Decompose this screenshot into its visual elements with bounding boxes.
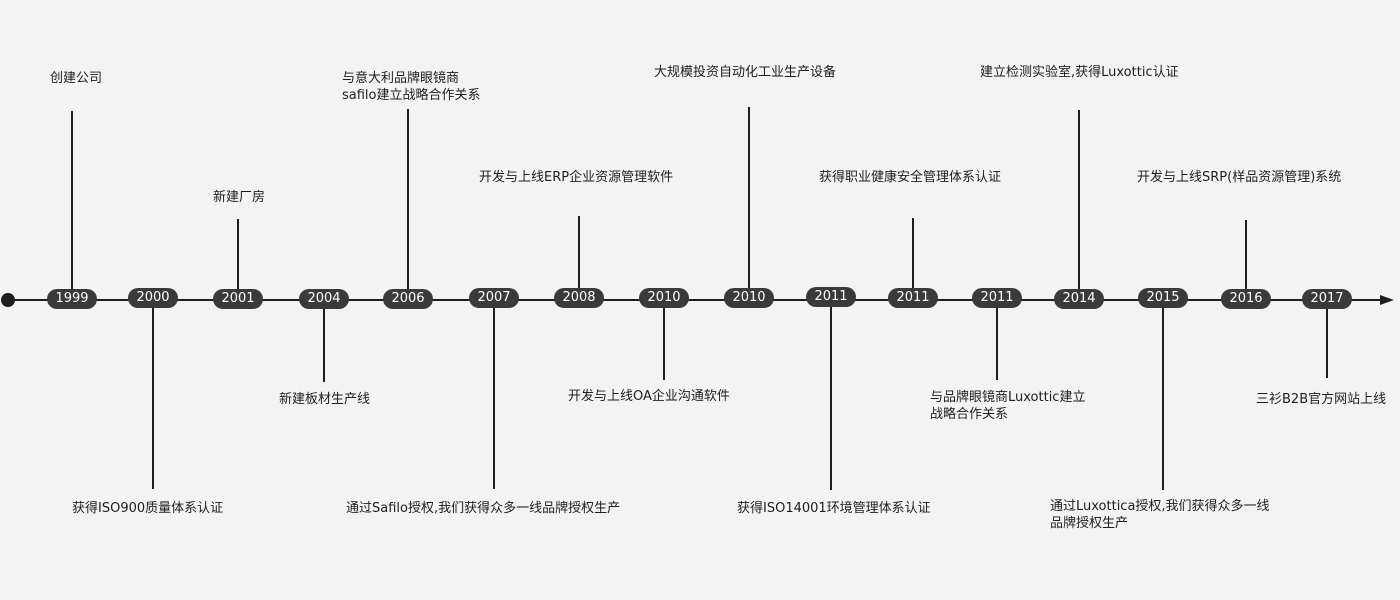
milestone-connector [912, 218, 914, 289]
milestone-label-line: 创建公司 [50, 71, 103, 86]
year-badge: 2010 [724, 288, 774, 308]
year-badge: 2008 [554, 288, 604, 308]
milestone-label-line: 开发与上线ERP企业资源管理软件 [479, 170, 674, 185]
milestone-label: 新建厂房 [213, 189, 265, 206]
milestone-label: 创建公司 [50, 70, 102, 87]
milestone-label: 通过Safilo授权,我们获得众多一线品牌授权生产 [346, 500, 620, 517]
year-badge: 2014 [1054, 289, 1104, 309]
milestone-label-line: 获得ISO14001环境管理体系认证 [737, 501, 931, 516]
milestone-label-line: 开发与上线SRP(样品资源管理)系统 [1137, 170, 1342, 185]
year-badge: 2011 [972, 288, 1022, 308]
milestone-label-line: 战略合作关系 [930, 407, 1009, 422]
milestone-connector [578, 216, 580, 289]
year-badge: 2000 [128, 288, 178, 308]
milestone-label-line: 品牌授权生产 [1050, 516, 1129, 531]
milestone-connector [71, 111, 73, 290]
milestone-connector [493, 308, 495, 489]
milestone-connector [1078, 110, 1080, 290]
milestone-label: 大规模投资自动化工业生产设备 [654, 64, 836, 81]
milestone-connector [323, 309, 325, 382]
milestone-label-line: 获得ISO900质量体系认证 [72, 501, 224, 516]
milestone-label-line: 获得职业健康安全管理体系认证 [819, 170, 1002, 185]
milestone-connector [830, 307, 832, 490]
year-badge: 2007 [469, 288, 519, 308]
year-badge: 2004 [299, 289, 349, 309]
milestone-label-line: 与品牌眼镜商Luxottic建立 [930, 390, 1086, 405]
milestone-connector [663, 308, 665, 380]
year-badge: 2011 [888, 288, 938, 308]
milestone-connector [748, 107, 750, 289]
year-badge: 2017 [1302, 289, 1352, 309]
milestone-connector [996, 308, 998, 380]
milestone-label: 获得职业健康安全管理体系认证 [819, 169, 1001, 186]
milestone-label: 获得ISO900质量体系认证 [72, 500, 223, 517]
milestone-connector [152, 308, 154, 489]
milestone-label: 开发与上线OA企业沟通软件 [568, 388, 730, 405]
milestone-label: 与意大利品牌眼镜商 safilo建立战略合作关系 [342, 70, 481, 104]
milestone-label-line: 通过Safilo授权,我们获得众多一线品牌授权生产 [346, 501, 621, 516]
timeline-arrow-head [1380, 295, 1394, 305]
milestone-connector [237, 219, 239, 290]
milestone-label-line: 新建厂房 [213, 190, 266, 205]
year-badge: 2006 [383, 289, 433, 309]
year-badge: 2011 [806, 287, 856, 307]
milestone-label-line: 大规模投资自动化工业生产设备 [654, 65, 837, 80]
milestone-connector [1245, 220, 1247, 290]
milestone-label: 开发与上线SRP(样品资源管理)系统 [1137, 169, 1341, 186]
milestone-label-line: safilo建立战略合作关系 [342, 88, 481, 103]
milestone-label: 通过Luxottica授权,我们获得众多一线品牌授权生产 [1050, 498, 1270, 532]
milestone-label: 获得ISO14001环境管理体系认证 [737, 500, 931, 517]
milestone-label: 与品牌眼镜商Luxottic建立战略合作关系 [930, 389, 1085, 423]
year-badge: 2015 [1138, 288, 1188, 308]
milestone-label-line: 建立检测实验室,获得Luxottic认证 [980, 65, 1179, 80]
year-badge: 2010 [639, 288, 689, 308]
milestone-connector [1326, 309, 1328, 378]
milestone-connector [1162, 308, 1164, 490]
milestone-label-line: 通过Luxottica授权,我们获得众多一线 [1050, 499, 1270, 514]
year-badge: 2016 [1221, 289, 1271, 309]
milestone-label: 三衫B2B官方网站上线 [1256, 391, 1386, 408]
milestone-label: 新建板材生产线 [279, 391, 370, 408]
milestone-label-line: 三衫B2B官方网站上线 [1256, 392, 1387, 407]
milestone-label: 开发与上线ERP企业资源管理软件 [479, 169, 673, 186]
milestone-label-line: 与意大利品牌眼镜商 [342, 71, 460, 86]
milestone-label-line: 新建板材生产线 [279, 392, 371, 407]
milestone-label-line: 开发与上线OA企业沟通软件 [568, 389, 730, 404]
milestone-connector [407, 109, 409, 290]
year-badge: 1999 [47, 289, 97, 309]
milestone-label: 建立检测实验室,获得Luxottic认证 [980, 64, 1179, 81]
year-badge: 2001 [213, 289, 263, 309]
